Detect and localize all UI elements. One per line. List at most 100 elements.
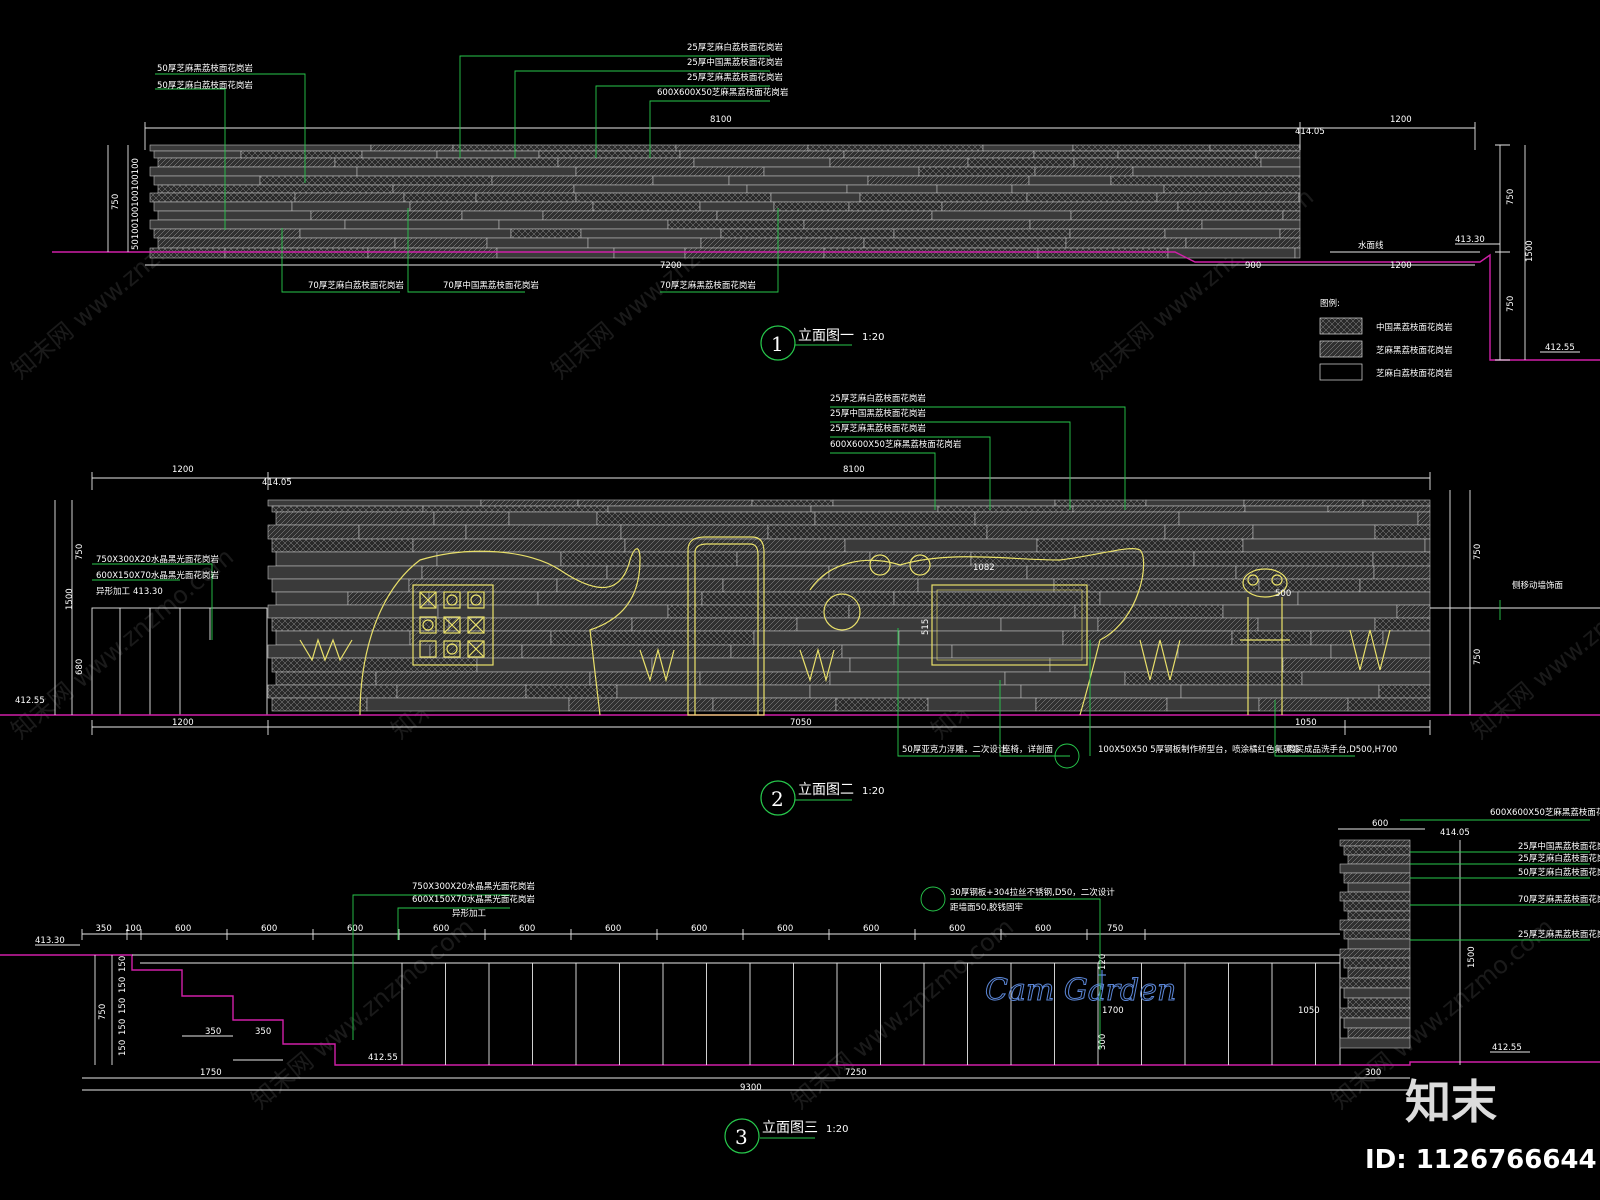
stone-block [982,144,1074,152]
stone-block [1343,845,1411,856]
stone-block [275,551,438,567]
tic-tac-toe-panel [412,584,494,666]
stone-block [823,247,1039,259]
stone-block [716,210,933,221]
stone-block [358,524,467,540]
dim-top-segment: 600 [519,924,535,934]
dim-top-segment: 600 [777,924,793,934]
dim-h-left-a: 750 [75,544,85,560]
stone-block [937,505,1074,513]
dim-top-total: 8100 [843,465,865,475]
stone-block [1026,565,1237,580]
stone-block [149,192,296,203]
callouts-bottom: 70厚芝麻白荔枝面花岗岩 70厚中国黑荔枝面花岗岩 70厚芝麻黑荔枝面花岗岩 [281,208,779,293]
dim-sign-h2: 120 [1098,954,1108,970]
dim-step-h: 150 [118,956,128,972]
callout: 座椅，详剖面 [1002,744,1054,755]
stone-block [970,551,1195,567]
id-label: ID: 1126766644 [1365,1145,1597,1175]
stone-block [498,219,669,230]
stone-block [275,591,349,606]
stone-block [1339,1007,1411,1019]
callout: 25厚中国黑荔枝面花岗岩 [687,57,783,68]
stone-block [394,237,488,249]
stone-block [1180,684,1380,699]
stone-block [1099,591,1299,606]
stone-block [1004,671,1126,686]
stone-block [974,511,1180,526]
dim-bottom-a: 1750 [200,1068,222,1078]
stone-block [753,630,900,646]
stone-block [1373,565,1431,580]
callout: 购买成品洗手台,D500,H700 [1287,744,1397,755]
stone-block [867,175,1030,186]
watermark: 知末网 www.znzmo.com [786,913,1019,1115]
stone-block [157,237,396,249]
stone-block [1097,617,1259,632]
dim-bottom-total: 7200 [660,261,682,271]
stone-block [361,150,438,159]
elevation-2: 1200 414.05 8100 1200 7050 1050 1500 750… [0,393,1600,816]
stone-block [271,697,368,712]
stone-block [486,237,589,249]
stone-block [918,166,1036,177]
elevation-title: 立面图三 [762,1120,818,1136]
stone-block [730,644,843,659]
stone-block [480,499,579,507]
stone-block [652,175,730,186]
dim-bottom-right: 1050 [1295,718,1317,728]
elevation-title: 立面图二 [798,782,854,798]
stone-block [1132,166,1301,177]
dim-frog-w: 500 [1275,589,1291,599]
title-bubble [760,325,796,361]
stone-block [986,524,1166,540]
stone-block [409,201,594,212]
stone-block [1327,505,1431,513]
stone-block [267,684,398,699]
dim-h-right-a: 750 [1473,544,1483,560]
stone-block [491,175,654,186]
elevation-1: 水面线 8100 1200 414.05 7200 900 1200 750 7… [52,42,1600,381]
stone-block [157,157,336,168]
elephant-outline [359,548,641,716]
callout: 750X300X20水晶黑光面花岗岩 [96,554,219,565]
stone-block [421,565,608,580]
stone-block [356,166,577,177]
callout: 25厚芝麻黑荔枝面花岗岩 [687,72,783,83]
stone-block [1339,1037,1411,1049]
stone-block [1258,697,1349,712]
dim-sign-h: 300 [1098,1034,1108,1050]
stone-block [1037,247,1169,259]
legend-item: 芝麻黑荔枝面花岗岩 [1376,345,1453,356]
dim-h-total: 1500 [1525,240,1535,262]
stone-block [796,617,1002,632]
level-low-right: 412.55 [1492,1043,1522,1053]
legend: 图例: 中国黑荔枝面花岗岩 芝麻黑荔枝面花岗岩 芝麻白荔枝面花岗岩 [1319,298,1453,381]
stone-block [1166,697,1260,712]
stone-block [1279,228,1301,239]
callouts-left: 50厚芝麻黑荔枝面花岗岩 50厚芝麻白荔枝面花岗岩 [155,63,306,230]
stone-block [149,166,358,177]
callout: 600X600X50芝麻黑荔枝面花岗岩 [1490,807,1600,818]
dim-step-w: 350 [205,1027,221,1037]
stone-block [1034,166,1134,177]
stone-block [149,144,372,152]
brand-logo: 知末 [1405,1075,1497,1129]
stone-block [1029,219,1203,230]
callout: 25厚芝麻白荔枝面花岗岩 [687,42,783,53]
elevation-scale: 1:20 [862,786,884,797]
stone-block [433,511,510,526]
stone-block [1347,882,1411,893]
ground-line [0,954,1600,1066]
callout: 25厚中国黑荔枝面花岗岩 [830,408,926,419]
dim-bottom-c: 300 [1365,1068,1381,1078]
dim-h-left: 1500 [65,588,75,610]
stone-block [841,644,953,659]
stone-block [149,247,226,259]
callout: 600X150X70水晶黑光面花岗岩 [412,894,535,905]
stone-block [829,157,969,168]
stone-block [1339,919,1411,931]
stone-block [271,538,414,553]
stone-block [931,210,1072,221]
